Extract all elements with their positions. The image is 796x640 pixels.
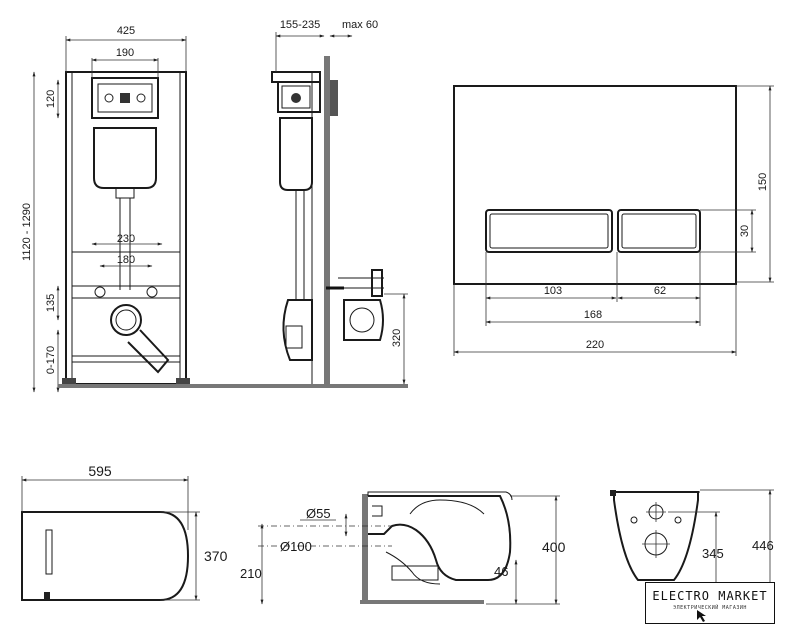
dim-box-width: 190 — [116, 47, 134, 59]
dim-max-depth: max 60 — [342, 19, 378, 31]
bowl-front-view — [610, 490, 700, 581]
dim-rim-46: 46 — [494, 564, 508, 579]
logo-title: ELECTRO MARKET — [652, 589, 768, 603]
bowl-top-view — [21, 511, 190, 601]
dim-floor-210: 210 — [240, 566, 262, 581]
dim-plate-width: 220 — [586, 339, 604, 351]
dim-front-446: 446 — [752, 538, 774, 553]
dim-side-320: 320 — [391, 329, 403, 347]
bowl-side-dimensions: Ø55 Ø100 210 400 46 — [240, 495, 566, 605]
dim-pipe-55: Ø55 — [306, 506, 331, 521]
floor-line — [58, 384, 408, 388]
bowl-side-view — [360, 491, 513, 604]
dim-bracket-180: 180 — [117, 254, 135, 266]
dim-button-left: 103 — [544, 285, 562, 297]
dim-frame-width: 425 — [117, 25, 135, 37]
frame-front-view — [62, 71, 190, 386]
dim-buttons-total: 168 — [584, 309, 602, 321]
dim-bowl-width: 370 — [204, 548, 228, 564]
cursor-icon — [697, 610, 706, 622]
electro-market-logo: ELECTRO MARKET ЭЛЕКТРИЧЕСКИЙ МАГАЗИН — [645, 582, 775, 624]
frame-dimensions: 425 190 1120 - 1290 120 230 180 135 0-17… — [21, 25, 187, 393]
dim-bowl-height: 400 — [542, 539, 566, 555]
bowl-front-dimensions: 345 446 — [668, 489, 774, 601]
logo-subtitle: ЭЛЕКТРИЧЕСКИЙ МАГАЗИН — [673, 605, 747, 611]
dim-bracket-230: 230 — [117, 233, 135, 245]
bowl-top-dimensions: 595 370 — [21, 463, 228, 601]
plate-dimensions: 150 30 103 62 168 220 — [453, 85, 774, 356]
side-dimensions: 155-235 max 60 320 — [275, 19, 408, 385]
dim-foot-adjust: 0-170 — [45, 346, 57, 374]
frame-side-view — [271, 56, 384, 388]
dim-outlet-height: 135 — [45, 294, 57, 312]
dim-top-box: 120 — [45, 90, 57, 108]
dim-button-height: 30 — [739, 225, 751, 237]
dim-frame-height: 1120 - 1290 — [21, 203, 33, 261]
dim-button-right: 62 — [654, 285, 666, 297]
dim-depth-range: 155-235 — [280, 19, 320, 31]
dim-pipe-100: Ø100 — [280, 539, 312, 554]
dim-bowl-length: 595 — [88, 463, 112, 479]
dim-plate-height: 150 — [757, 173, 769, 191]
flush-plate — [453, 85, 737, 285]
dim-front-345: 345 — [702, 546, 724, 561]
